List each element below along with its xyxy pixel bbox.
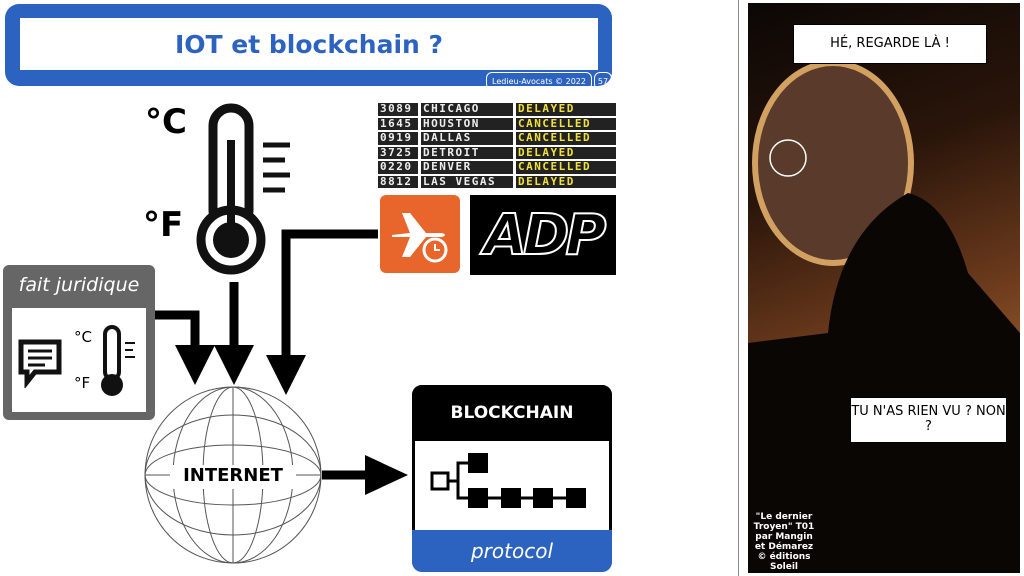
small-celsius: °C	[74, 328, 92, 346]
status: DELAYED	[516, 146, 616, 159]
flight-number: 0220	[378, 160, 418, 174]
fahrenheit-label: °F	[143, 205, 184, 245]
comic-panel	[748, 3, 1020, 573]
footer-author: Ledieu-Avocats © 2022	[486, 72, 592, 90]
chain-diagram-icon	[430, 453, 586, 508]
city: DALLAS	[421, 131, 513, 145]
fait-juridique-label: fait juridique	[18, 274, 140, 296]
speech-bubble-1: HÉ, REGARDE LÀ !	[793, 24, 987, 64]
arrows	[155, 229, 408, 495]
page-number: 57	[594, 72, 612, 90]
flight-number: 3089	[378, 102, 418, 116]
small-thermometer-icon	[101, 325, 135, 396]
celsius-label: °C	[145, 102, 187, 142]
slide-title: IOT et blockchain ?	[20, 18, 598, 70]
flight-number: 3725	[378, 146, 418, 159]
comic-credit: "Le dernier Troyen" T01 par Mangin et Dé…	[753, 512, 815, 572]
thermometer-icon	[196, 103, 290, 275]
adp-logo: ADP	[470, 195, 616, 275]
status: DELAYED	[516, 175, 616, 188]
city: HOUSTON	[421, 117, 513, 130]
message-icon	[18, 339, 62, 388]
status: CANCELLED	[516, 160, 616, 174]
flight-number: 8812	[378, 175, 418, 188]
status: CANCELLED	[516, 131, 616, 145]
status: CANCELLED	[516, 117, 616, 130]
flight-delay-icon	[380, 195, 460, 273]
small-fahrenheit: °F	[74, 374, 91, 392]
city: CHICAGO	[421, 102, 513, 116]
flight-number: 1645	[378, 117, 418, 130]
protocol-label: protocol	[412, 530, 612, 572]
flight-number: 0919	[378, 131, 418, 145]
city: LAS VEGAS	[421, 175, 513, 188]
city: DETROIT	[421, 146, 513, 159]
internet-label: INTERNET	[170, 465, 296, 489]
status: DELAYED	[516, 102, 616, 116]
divider	[738, 0, 739, 576]
blockchain-title: BLOCKCHAIN	[412, 385, 612, 441]
speech-bubble-2: TU N'AS RIEN VU ? NON ?	[850, 397, 1007, 443]
fait-juridique-content: °C °F	[12, 308, 146, 412]
city: DENVER	[421, 160, 513, 174]
